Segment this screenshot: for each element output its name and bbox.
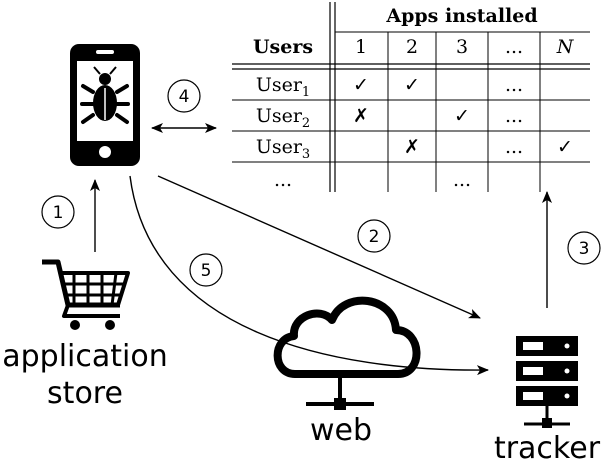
svg-text:4: 4 xyxy=(179,87,190,107)
arrow-phone-to-tracker xyxy=(157,175,481,319)
smartphone-bug-icon xyxy=(70,44,140,166)
cloud-network-icon xyxy=(273,296,421,410)
store-label-line1: application xyxy=(2,339,167,374)
store-label-line2: store xyxy=(47,376,123,411)
table-cell: ✓ xyxy=(557,136,573,158)
svg-text:5: 5 xyxy=(201,261,212,281)
step-5-marker: 5 xyxy=(189,253,223,287)
tracker-label: tracker xyxy=(494,431,601,465)
table-cell: ... xyxy=(505,74,523,96)
web-label: web xyxy=(310,413,372,448)
table-cell: ✓ xyxy=(454,105,470,127)
user-row-label: User3 xyxy=(256,136,310,162)
app-column-header: 2 xyxy=(406,36,418,58)
table-cell: ✗ xyxy=(353,105,369,127)
svg-text:1: 1 xyxy=(53,203,64,223)
app-column-header: N xyxy=(556,36,575,58)
server-rack-icon xyxy=(516,336,578,428)
svg-text:3: 3 xyxy=(579,239,590,259)
table-cell: ✓ xyxy=(404,74,420,96)
app-column-header: 1 xyxy=(355,36,367,58)
step-3-marker: 3 xyxy=(567,231,601,265)
step-1-marker: 1 xyxy=(41,195,75,229)
user-row-label: User1 xyxy=(256,74,310,100)
users-header: Users xyxy=(253,36,313,58)
step-4-marker: 4 xyxy=(167,79,201,113)
table-cell: ✓ xyxy=(353,74,369,96)
apps-installed-table xyxy=(232,2,590,192)
shopping-cart-icon xyxy=(42,259,130,330)
app-column-header: ... xyxy=(505,36,523,58)
table-cell: ... xyxy=(505,105,523,127)
app-column-header: 3 xyxy=(456,36,468,58)
svg-text:2: 2 xyxy=(369,227,380,247)
arrow-phone-via-web-to-tracker xyxy=(129,175,489,376)
ellipsis-row-label: ... xyxy=(274,169,292,191)
table-title: Apps installed xyxy=(385,5,537,27)
table-cell: ✗ xyxy=(404,136,420,158)
table-cell: ... xyxy=(505,136,523,158)
step-2-marker: 2 xyxy=(357,219,391,253)
user-row-label: User2 xyxy=(256,105,310,131)
table-cell: ... xyxy=(453,169,471,191)
